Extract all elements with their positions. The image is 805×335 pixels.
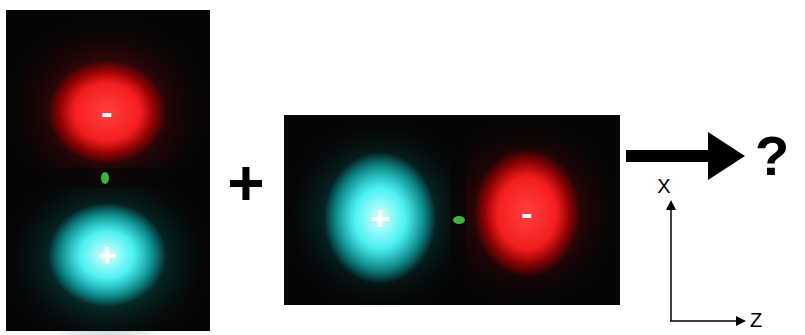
axis-head bbox=[736, 316, 746, 326]
nucleus-dot bbox=[101, 172, 109, 184]
axis-head bbox=[666, 200, 676, 210]
orbital-lobe: - bbox=[48, 60, 166, 164]
axis-label: Z bbox=[750, 310, 762, 330]
phase-sign: - bbox=[521, 196, 532, 230]
axis-line bbox=[670, 320, 742, 322]
orbital-lobe: - bbox=[474, 149, 580, 277]
lobe-halo bbox=[5, 15, 209, 205]
plus-operator: + bbox=[227, 151, 264, 215]
orbital-lobe: + bbox=[324, 152, 436, 284]
orbital-lobe: + bbox=[48, 203, 166, 307]
phase-sign: + bbox=[97, 238, 117, 272]
axis-label: X bbox=[657, 176, 670, 196]
nodal-plane bbox=[6, 168, 210, 188]
phase-sign: - bbox=[101, 95, 112, 129]
nodal-plane bbox=[450, 115, 466, 305]
question-mark: ? bbox=[755, 128, 789, 184]
axis-line bbox=[670, 204, 672, 321]
result-arrow bbox=[626, 132, 745, 180]
lobe-halo bbox=[5, 168, 209, 335]
phase-sign: + bbox=[370, 201, 390, 235]
nucleus-dot bbox=[453, 216, 465, 224]
